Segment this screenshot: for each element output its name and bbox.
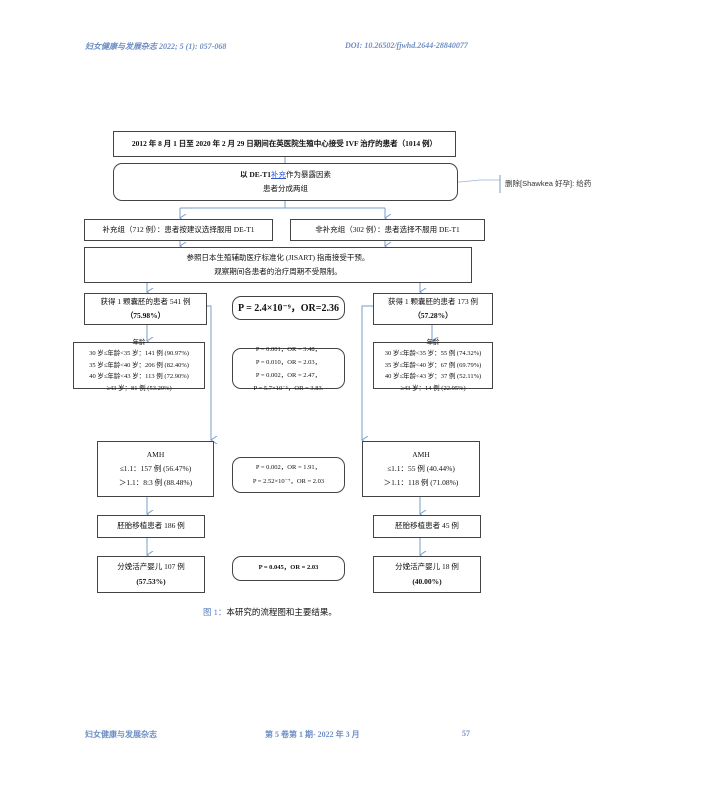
intervention-line: 观察期间各患者的治疗周期不受限制。 [214, 267, 342, 276]
text: ≥43 岁：81 例 (53.29%) [106, 384, 172, 392]
header-journal: 妇女健康与发展杂志 2022; 5 (1): 057-068 [85, 42, 227, 51]
text: 30 岁≤年龄<35 岁：141 例 (90.97%) [89, 350, 189, 358]
text: 年龄 [426, 339, 440, 347]
exposure-box: 以 DE-T1补充作为暴露因素 患者分成两组 [113, 163, 458, 201]
text: 30 岁≤年龄<35 岁：55 例 (74.32%) [384, 350, 482, 358]
right-transfer-box: 胚胎移植患者 45 例 [373, 515, 481, 538]
caption-text: 本研究的流程图和主要结果。 [226, 607, 337, 617]
text: P = 0.002，OR = 1.91， [255, 463, 322, 471]
text: P = 2.52×10⁻⁷，OR = 2.03 [252, 478, 325, 485]
header-doi: DOI: 10.26502/fjwhd.2644-28840077 [345, 41, 468, 50]
text: 获得 1 颗囊胚的患者 541 例 [100, 296, 191, 306]
footer-page: 57 [462, 729, 470, 738]
text: 年龄 [132, 339, 146, 347]
exposure-pre: 以 DE-T1 [239, 169, 272, 179]
revision-comment[interactable]: 删除[Shawkea 好孕]: 给药 [505, 179, 592, 188]
text: 40 岁≤年龄<43 岁：37 例 (52.11%) [384, 373, 482, 381]
text: ≤1.1：157 例 (56.47%) [119, 463, 192, 473]
text: AMH [412, 449, 430, 459]
intervention-line: 参照日本生殖辅助医疗标准化 (JISART) 指南接受干预。 [186, 252, 370, 262]
mid-blastocyst-stat: P = 2.4×10⁻⁹，OR=2.36 [232, 296, 345, 320]
text: ≤1.1：55 例 (40.44%) [387, 463, 455, 473]
mid-age-stat: P = 0.001，OR = 3.48， P = 0.010，OR = 2.03，… [232, 346, 345, 392]
text: 40 岁≤年龄<43 岁：113 例 (72.90%) [89, 373, 189, 381]
text: 分娩活产婴儿 107 例 [117, 562, 185, 572]
exposure-post: 作为暴露因素 [286, 169, 332, 179]
text: ≥43 岁：14 例 (22.95%) [400, 384, 466, 392]
right-age-box: 年龄 30 岁≤年龄<35 岁：55 例 (74.32%) 35 岁≤年龄<40 … [373, 339, 493, 392]
text: P = 5.7×10⁻⁵，OR = 3.83. [253, 384, 324, 392]
text: 35 岁≤年龄<40 岁：67 例 (69.79%) [384, 361, 482, 369]
right-blastocyst-box: 获得 1 颗囊胚的患者 173 例 （57.28%） [373, 293, 493, 325]
group-left-box: 补充组（712 例）：患者按建议选择服用 DE-T1 [84, 219, 273, 241]
figure-caption: 图 1：本研究的流程图和主要结果。 [203, 606, 337, 618]
left-amh-box: AMH ≤1.1：157 例 (56.47%) ＞1.1：8:3 例 (88.48%… [97, 441, 214, 497]
text: （75.98%） [125, 311, 166, 320]
text: 分娩活产婴儿 18 例 [395, 562, 459, 572]
left-transfer-box: 胚胎移植患者 186 例 [97, 515, 205, 538]
text: （57.28%） [413, 311, 453, 320]
exposure-line2: 患者分成两组 [263, 184, 308, 193]
text: 35 岁≤年龄<40 岁：206 例 (82.40%) [89, 361, 189, 369]
mid-livebirth-stat: P = 0.045，OR = 2.03 [232, 556, 345, 581]
text: P = 0.010，OR = 2.03， [255, 358, 322, 366]
footer-issue: 第 5 卷第 1 期- 2022 年 3 月 [265, 730, 360, 739]
text: 获得 1 颗囊胚的患者 173 例 [388, 296, 478, 306]
text: ＞1.1：8:3 例 (88.48%) [118, 478, 193, 488]
right-amh-box: AMH ≤1.1：55 例 (40.44%) ＞1.1：118 例 (71.08%) [362, 441, 480, 497]
text: P = 0.001，OR = 3.48， [255, 345, 322, 353]
text: AMH [146, 449, 165, 459]
text: (57.53%) [136, 576, 166, 586]
exposure-link[interactable]: 补充 [271, 169, 287, 179]
group-right-box: 非补充组（302 例）：患者选择不服用 DE-T1 [290, 219, 485, 241]
left-blastocyst-box: 获得 1 颗囊胚的患者 541 例 （75.98%） [84, 293, 207, 325]
text: (40.00%) [412, 576, 442, 586]
left-age-box: 年龄 30 岁≤年龄<35 岁：141 例 (90.97%) 35 岁≤年龄<40… [73, 339, 205, 392]
left-livebirth-box: 分娩活产婴儿 107 例 (57.53%) [97, 556, 205, 593]
intervention-box: 参照日本生殖辅助医疗标准化 (JISART) 指南接受干预。 观察期间各患者的治… [84, 247, 472, 283]
caption-number: 图 1： [203, 607, 227, 617]
text: P = 0.002，OR = 2.47， [255, 371, 322, 379]
cohort-box: 2012 年 8 月 1 日至 2020 年 2 月 29 日期间在英医院生殖中… [113, 131, 456, 157]
text: ＞1.1：118 例 (71.08%) [383, 478, 459, 488]
footer-journal: 妇女健康与发展杂志 [85, 730, 157, 739]
mid-amh-stat: P = 0.002，OR = 1.91， P = 2.52×10⁻⁷，OR = 2… [232, 457, 345, 493]
right-livebirth-box: 分娩活产婴儿 18 例 (40.00%) [373, 556, 481, 593]
